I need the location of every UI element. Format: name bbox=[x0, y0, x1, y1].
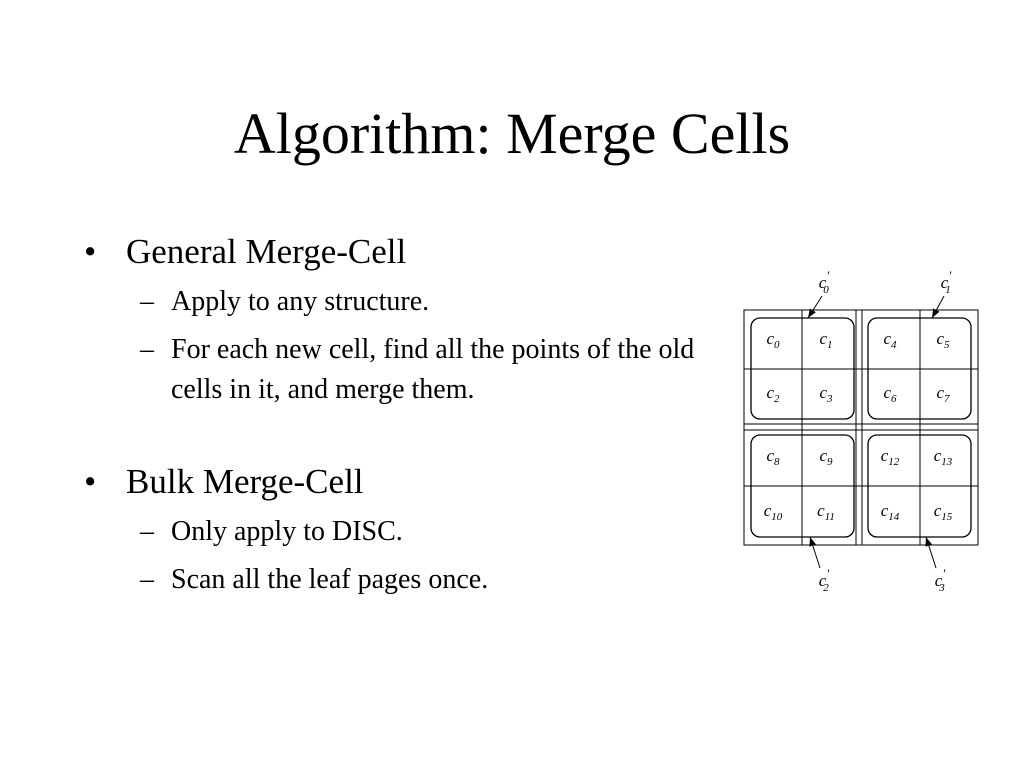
bullet-general-merge-cell: • General Merge-Cell bbox=[82, 230, 722, 274]
old-cell-label: c6 bbox=[883, 383, 897, 405]
sub-bullet-scan-leaf-pages: – Scan all the leaf pages once. bbox=[82, 560, 722, 600]
arrow-head bbox=[925, 537, 933, 547]
merged-cell-outline bbox=[750, 317, 855, 420]
arrow-head bbox=[809, 537, 817, 547]
old-cell-label: c10 bbox=[764, 501, 783, 523]
old-cell-label: c8 bbox=[766, 446, 780, 468]
dash-marker: – bbox=[140, 516, 154, 547]
sub-bullet-text: Apply to any structure. bbox=[171, 286, 430, 317]
new-cell-label: c′2 bbox=[819, 566, 830, 594]
cell-labels: c0 c1 c2 c3 c4 c5 c6 c7 c8 c9 c10 c11 c12 c13 c14 c15 c′… bbox=[764, 268, 953, 594]
old-cell-label: c0 bbox=[766, 329, 780, 351]
old-cell-label: c4 bbox=[883, 329, 897, 351]
merged-cell-outline bbox=[867, 317, 972, 420]
new-cell-label: c′1 bbox=[941, 268, 952, 296]
dash-marker: – bbox=[140, 286, 154, 317]
arrow-head bbox=[808, 308, 816, 318]
merged-cell-outline bbox=[867, 434, 972, 538]
bullet-marker: • bbox=[84, 462, 97, 501]
slide-title: Algorithm: Merge Cells bbox=[233, 101, 791, 166]
dash-marker: – bbox=[140, 564, 154, 595]
merged-cell-outlines bbox=[750, 317, 972, 538]
arrow-head bbox=[932, 308, 940, 318]
sub-bullet-find-and-merge: – For each new cell, find all the points… bbox=[82, 330, 722, 410]
old-cell-label: c5 bbox=[936, 329, 950, 351]
old-cell-label: c13 bbox=[934, 446, 953, 468]
bullet-text: Bulk Merge-Cell bbox=[126, 462, 364, 501]
old-cell-label: c11 bbox=[817, 501, 835, 523]
sub-bullet-text: Only apply to DISC. bbox=[171, 516, 403, 547]
sub-bullet-text: Scan all the leaf pages once. bbox=[171, 564, 489, 595]
sub-bullet-text: For each new cell, find all the points o… bbox=[171, 334, 695, 405]
old-cell-label: c15 bbox=[934, 501, 953, 523]
old-cell-label: c7 bbox=[936, 383, 950, 405]
grid-border bbox=[743, 309, 979, 546]
sub-bullet-only-disc: – Only apply to DISC. bbox=[82, 512, 722, 552]
sub-bullet-apply-any-structure: – Apply to any structure. bbox=[82, 282, 722, 322]
merge-cell-diagram: c0 c1 c2 c3 c4 c5 c6 c7 c8 c9 c10 c11 c12 c13 c14 c15 c′… bbox=[743, 268, 979, 594]
bullet-marker: • bbox=[84, 232, 97, 271]
old-cell-label: c9 bbox=[819, 446, 833, 468]
dash-marker: – bbox=[140, 334, 154, 365]
new-cell-label: c′0 bbox=[819, 268, 830, 296]
old-cell-label: c14 bbox=[881, 501, 900, 523]
bullet-text: General Merge-Cell bbox=[126, 232, 407, 271]
grid-lines bbox=[743, 309, 979, 546]
old-cell-label: c1 bbox=[819, 329, 832, 351]
bullet-bulk-merge-cell: • Bulk Merge-Cell bbox=[82, 460, 722, 504]
old-cell-label: c2 bbox=[766, 383, 780, 405]
bullet-list: • General Merge-Cell – Apply to any stru… bbox=[82, 230, 722, 600]
new-cell-label: c′3 bbox=[935, 566, 946, 594]
merged-cell-outline bbox=[750, 434, 855, 538]
old-cell-label: c3 bbox=[819, 383, 833, 405]
old-cell-label: c12 bbox=[881, 446, 900, 468]
pointer-arrows bbox=[807, 295, 945, 569]
